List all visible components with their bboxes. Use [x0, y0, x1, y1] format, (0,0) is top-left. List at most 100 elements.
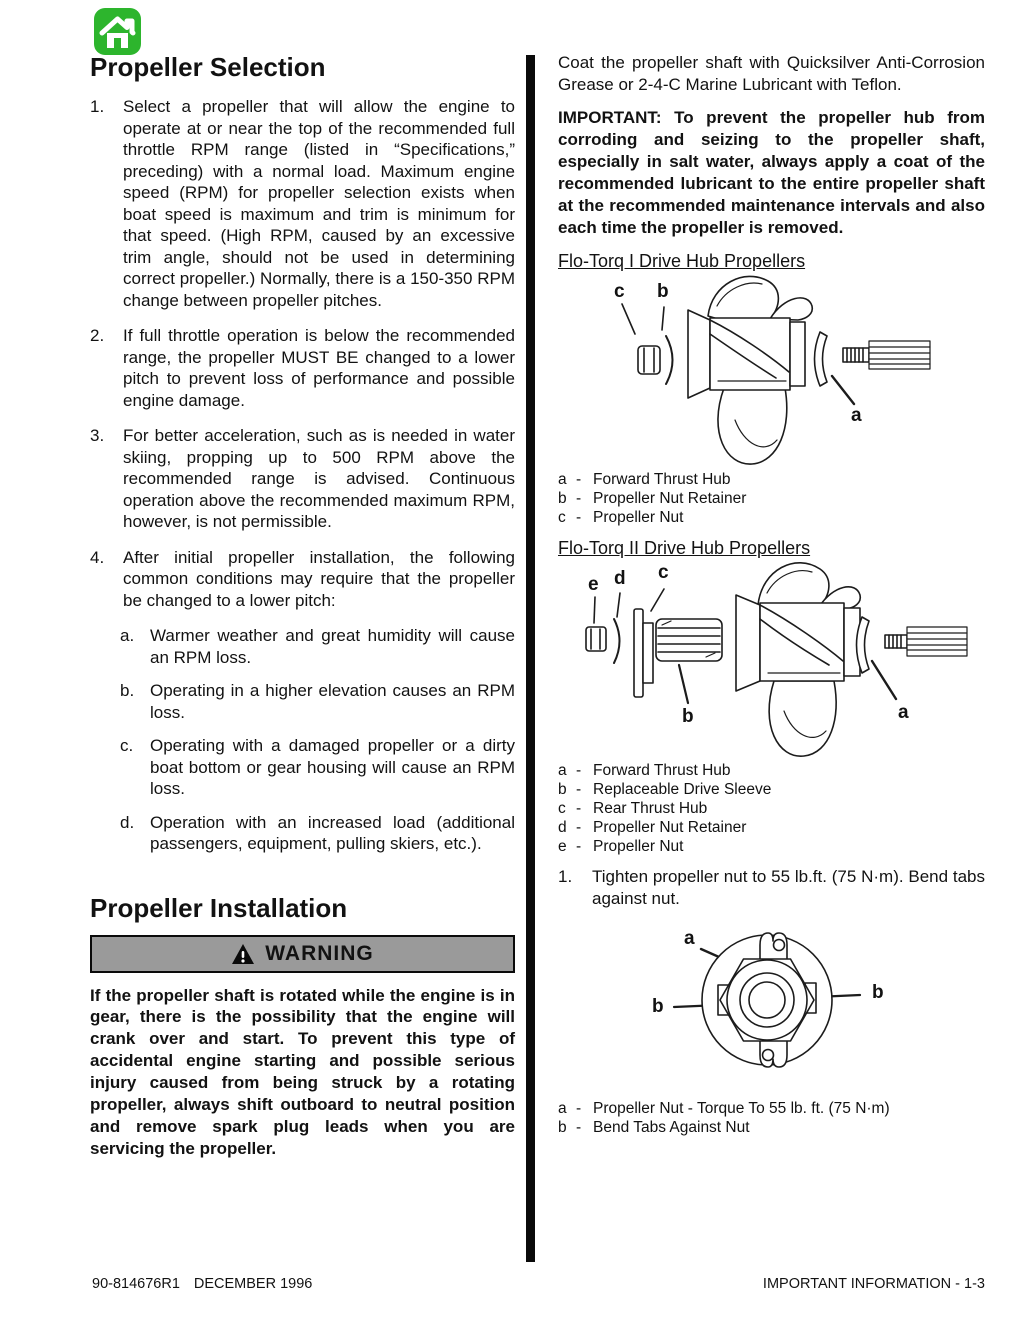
item-text: After initial propeller installation, th…: [123, 547, 515, 610]
legend-label: Rear Thrust Hub: [593, 800, 708, 818]
list-item-4: 4. After initial propeller installation,…: [90, 547, 515, 612]
item-text: Warmer weather and great humidity will c…: [150, 626, 515, 667]
diagram-label-d: d: [614, 568, 626, 590]
legend-key: b: [558, 1119, 567, 1137]
diagram-label-b: b: [682, 706, 694, 728]
legend-separator: -: [576, 762, 582, 780]
column-divider: [526, 55, 535, 1262]
legend-row: c - Rear Thrust Hub: [558, 799, 985, 818]
legend-key: c: [558, 509, 566, 527]
diagram-label-c: c: [658, 562, 669, 584]
item-text: Operating with a damaged propeller or a …: [150, 736, 515, 798]
diagram-label-a: a: [684, 928, 695, 950]
subheading-flo-torq-1: Flo-Torq I Drive Hub Propellers: [558, 251, 806, 272]
flo-torq-1-legend: a - Forward Thrust Hub b - Propeller Nut…: [558, 470, 985, 527]
list-item-2: 2. If full throttle operation is below t…: [90, 325, 515, 411]
home-icon[interactable]: [93, 7, 142, 56]
propeller-nut-diagram: a b b: [558, 915, 985, 1089]
legend-key: a: [558, 471, 567, 489]
legend-label: Propeller Nut: [593, 509, 684, 527]
subheading-flo-torq-2: Flo-Torq II Drive Hub Propellers: [558, 538, 811, 559]
list-subitem-c: c. Operating with a damaged propeller or…: [120, 735, 515, 800]
legend-row: a - Forward Thrust Hub: [558, 761, 985, 780]
item-number: d.: [120, 812, 135, 832]
legend-separator: -: [576, 781, 582, 799]
legend-separator: -: [576, 1100, 582, 1118]
left-column: Propeller Selection 1. Select a propelle…: [90, 52, 515, 1160]
legend-separator: -: [576, 838, 582, 856]
legend-row: b - Propeller Nut Retainer: [558, 489, 985, 508]
legend-key: b: [558, 490, 567, 508]
legend-separator: -: [576, 471, 582, 489]
legend-separator: -: [576, 819, 582, 837]
item-text: Select a propeller that will allow the e…: [123, 97, 515, 310]
legend-separator: -: [576, 1119, 582, 1137]
propeller-nut-drawing: [672, 932, 862, 1069]
item-text: Operation with an increased load (additi…: [150, 812, 515, 854]
legend-key: a: [558, 762, 567, 780]
item-text: For better acceleration, such as is need…: [123, 426, 515, 531]
legend-label: Propeller Nut Retainer: [593, 819, 747, 837]
diagram-label-b: b: [657, 281, 669, 303]
legend-label: Propeller Nut - Torque To 55 lb. ft. (75…: [593, 1100, 890, 1118]
legend-label: Forward Thrust Hub: [593, 762, 731, 780]
legend-separator: -: [576, 800, 582, 818]
warning-label: WARNING: [265, 941, 374, 965]
legend-label: Bend Tabs Against Nut: [593, 1119, 750, 1137]
legend-label: Forward Thrust Hub: [593, 471, 731, 489]
flo-torq-1-drawing: [621, 276, 931, 466]
item-number: b.: [120, 681, 135, 700]
flo-torq-2-drawing: [585, 562, 968, 758]
step-1: 1. Tighten propeller nut to 55 lb.ft. (7…: [558, 866, 985, 909]
warning-banner: WARNING: [90, 934, 515, 973]
list-subitem-d: d. Operation with an increased load (add…: [120, 812, 515, 855]
legend-row: d - Propeller Nut Retainer: [558, 818, 985, 837]
item-number: c.: [120, 736, 134, 755]
footer-date: DECEMBER 1996: [193, 1276, 313, 1292]
legend-row: a - Propeller Nut - Torque To 55 lb. ft.…: [558, 1099, 985, 1118]
diagram-label-c: c: [614, 281, 625, 303]
step-text: Tighten propeller nut to 55 lb.ft. (75 N…: [592, 867, 985, 908]
legend-label: Propeller Nut Retainer: [593, 490, 747, 508]
paragraph-lubricant: Coat the propeller shaft with Quicksilve…: [558, 53, 985, 94]
legend-row: c - Propeller Nut: [558, 508, 985, 527]
item-text: Operating in a higher elevation causes a…: [150, 681, 515, 722]
flo-torq-2-diagram: e d c b a: [558, 561, 985, 759]
footer-right: IMPORTANT INFORMATION - 1-3: [762, 1276, 985, 1292]
diagram-label-b-left: b: [652, 996, 664, 1018]
legend-key: e: [558, 838, 567, 856]
legend-row: b - Bend Tabs Against Nut: [558, 1118, 985, 1137]
legend-separator: -: [576, 490, 582, 508]
section-title-propeller-selection: Propeller Selection: [90, 52, 326, 82]
list-item-3: 3. For better acceleration, such as is n…: [90, 425, 515, 533]
legend-separator: -: [576, 509, 582, 527]
item-number: 2.: [90, 326, 105, 345]
flo-torq-2-legend: a - Forward Thrust Hub b - Replaceable D…: [558, 761, 985, 856]
list-subitem-a: a. Warmer weather and great humidity wil…: [120, 625, 515, 668]
legend-key: a: [558, 1100, 567, 1118]
legend-key: d: [558, 819, 567, 837]
warning-triangle-icon: [232, 943, 255, 964]
item-number: a.: [120, 626, 135, 645]
flo-torq-1-diagram: c b a: [558, 274, 985, 468]
item-number: 3.: [90, 426, 105, 445]
section-title-propeller-installation: Propeller Installation: [90, 892, 348, 923]
diagram-label-a: a: [851, 405, 862, 427]
item-number: 1.: [90, 97, 105, 116]
paragraph-important: IMPORTANT: To prevent the propeller hub …: [558, 108, 985, 237]
diagram-label-b-right: b: [872, 982, 884, 1004]
right-column: Coat the propeller shaft with Quicksilve…: [558, 52, 985, 1147]
house-icon: [94, 8, 141, 55]
legend-row: e - Propeller Nut: [558, 837, 985, 856]
legend-label: Replaceable Drive Sleeve: [593, 781, 772, 799]
legend-key: c: [558, 800, 566, 818]
legend-key: b: [558, 781, 567, 799]
item-number: 4.: [90, 547, 105, 567]
item-text: If full throttle operation is below the …: [123, 326, 515, 410]
step-number: 1.: [558, 867, 573, 887]
legend-row: b - Replaceable Drive Sleeve: [558, 780, 985, 799]
legend-row: a - Forward Thrust Hub: [558, 470, 985, 489]
list-subitem-b: b. Operating in a higher elevation cause…: [120, 680, 515, 723]
